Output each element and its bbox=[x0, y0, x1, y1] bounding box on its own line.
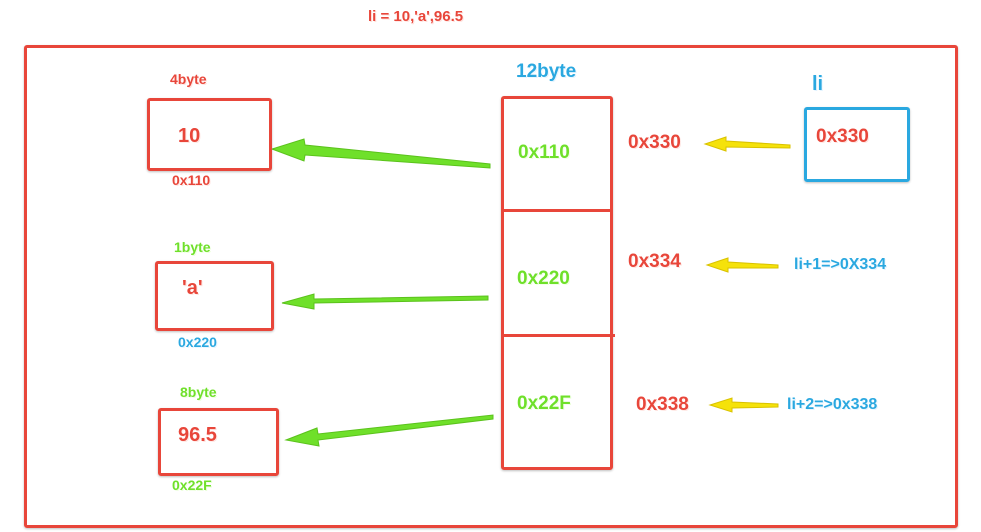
list-cell-pointer: 0x22F bbox=[517, 393, 571, 414]
element-box-float bbox=[158, 408, 279, 476]
yellow-arrow-2 bbox=[705, 257, 779, 273]
list-cell-pointer: 0x110 bbox=[518, 142, 570, 163]
element-box-int bbox=[147, 98, 272, 171]
list-size-label: 12byte bbox=[516, 61, 577, 82]
element-value: 96.5 bbox=[178, 424, 217, 446]
list-cell-divider bbox=[501, 334, 615, 337]
index-expression: li+1=>0X334 bbox=[794, 256, 887, 273]
green-arrow-3 bbox=[284, 414, 494, 447]
index-expression: li+2=>0x338 bbox=[787, 396, 878, 413]
list-block bbox=[501, 96, 613, 470]
slot-address: 0x338 bbox=[636, 394, 689, 415]
element-address: 0x22F bbox=[172, 477, 212, 493]
variable-name: li bbox=[812, 73, 824, 95]
element-size-label: 4byte bbox=[170, 71, 207, 87]
element-size-label: 1byte bbox=[174, 239, 211, 255]
slot-address: 0x330 bbox=[628, 132, 681, 153]
element-address: 0x220 bbox=[178, 334, 217, 350]
green-arrow-1 bbox=[270, 138, 491, 169]
element-box-str bbox=[155, 261, 274, 331]
element-address: 0x110 bbox=[172, 172, 211, 188]
yellow-arrow-3 bbox=[708, 397, 779, 413]
list-cell-pointer: 0x220 bbox=[517, 268, 570, 289]
yellow-arrow-1 bbox=[703, 136, 791, 152]
list-cell-divider bbox=[501, 209, 613, 212]
green-arrow-2 bbox=[281, 293, 489, 310]
element-size-label: 8byte bbox=[180, 384, 217, 400]
memory-frame bbox=[24, 45, 958, 528]
element-value: 10 bbox=[178, 125, 201, 147]
variable-value: 0x330 bbox=[816, 126, 869, 147]
list-formula: li = 10,'a',96.5 bbox=[368, 8, 464, 25]
variable-box bbox=[804, 107, 910, 182]
slot-address: 0x334 bbox=[628, 251, 681, 272]
element-value: 'a' bbox=[182, 277, 203, 299]
